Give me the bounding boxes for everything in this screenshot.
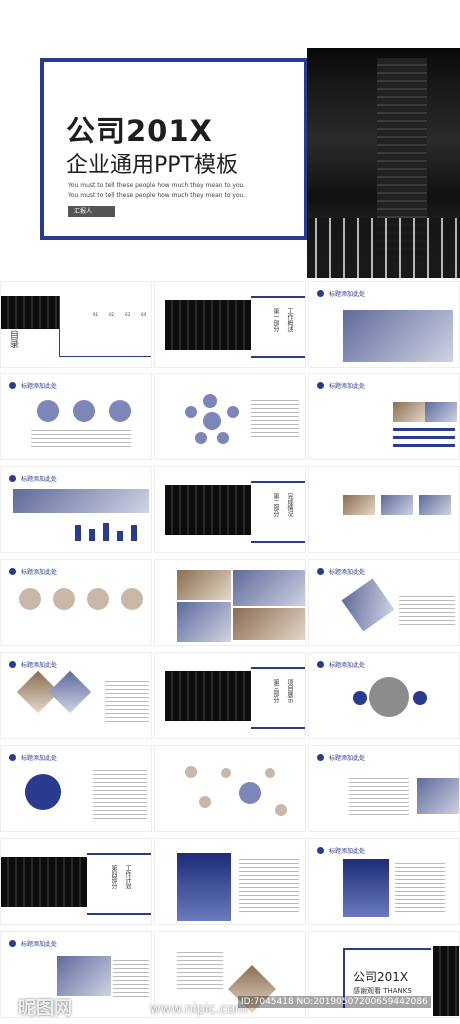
section-4-part: 第四部分 [110,865,117,889]
section-3-part: 第三部分 [272,679,279,703]
cover-frame [40,58,308,240]
cover-subtitle-1: You must to tell these people how much t… [68,182,246,189]
section-2-name: 完成情况 [286,493,293,517]
slide-title: 标题添加此处 [329,848,366,855]
toc-photo [1,296,59,329]
logo-icon [9,568,16,575]
toc-item-3: 03 [125,312,131,317]
slide-title: 标题添加此处 [329,383,366,390]
slide-7[interactable]: 标题添加此处 [0,466,152,553]
section-2-part: 第二部分 [272,493,279,517]
logo-icon [317,290,324,297]
slide-3[interactable]: 标题添加此处 [308,281,460,368]
slide-15[interactable]: 标题添加此处 [308,652,460,739]
cover-title-line1: 公司201X [66,114,213,148]
reporter-label: 汇报人 [68,206,115,217]
slide-22[interactable]: 标题添加此处 [0,931,152,1018]
watermark-logo: 昵图网 [18,998,72,1019]
cover-photo [307,48,460,278]
slide-18[interactable]: 标题添加此处 [308,745,460,832]
slide-title: 标题添加此处 [329,291,366,298]
logo-icon [9,754,16,761]
slide-title: 标题添加此处 [329,569,366,576]
slide-5[interactable] [154,373,306,460]
section-1-part: 第一部分 [272,308,279,332]
slide-title: 标题添加此处 [21,662,58,669]
cover-slide: 公司201X 企业通用PPT模板 You must to tell these … [0,0,460,278]
logo-icon [317,847,324,854]
slide-12[interactable]: 标题添加此处 [308,559,460,646]
cover-title-line2: 企业通用PPT模板 [66,153,238,178]
section-photo [165,300,251,350]
slide-21[interactable]: 标题添加此处 [308,838,460,925]
toc-item-1: 01 [93,312,99,317]
slide-23[interactable] [154,931,306,1018]
slide-16[interactable]: 标题添加此处 [0,745,152,832]
logo-icon [317,754,324,761]
closing-subtitle: 感谢观看 THANKS [353,987,412,995]
section-3-name: 项目展示 [286,679,293,703]
section-4-name: 工作计划 [124,865,131,889]
logo-icon [9,661,16,668]
slide-4[interactable]: 标题添加此处 [0,373,152,460]
toc-label: 目录 [8,330,18,348]
closing-title: 公司201X [353,970,409,984]
watermark-url: www.nipic.com [150,1002,248,1017]
slide-17[interactable] [154,745,306,832]
watermark-bar: 昵图网 www.nipic.com ID:7045418 NO:20190507… [0,994,460,1024]
toc-item-4: 04 [141,312,147,317]
slide-11[interactable] [154,559,306,646]
slide-section-2[interactable]: 第二部分 完成情况 [154,466,306,553]
logo-icon [317,382,324,389]
logo-icon [9,382,16,389]
slide-title: 标题添加此处 [329,755,366,762]
cover-subtitle-2: You must to tell these people how much t… [68,192,246,199]
watermark-id: ID:7045418 NO:20190507200659442086 [238,996,431,1008]
logo-icon [317,568,324,575]
section-1-name: 工作概述 [286,308,293,332]
slide-title: 标题添加此处 [21,755,58,762]
slide-title: 标题添加此处 [21,569,58,576]
slide-section-4[interactable]: 第四部分 工作计划 [0,838,152,925]
slide-20[interactable] [154,838,306,925]
logo-icon [317,661,324,668]
slide-9[interactable] [308,466,460,553]
logo-icon [9,940,16,947]
slide-closing[interactable]: 公司201X 感谢观看 THANKS [308,931,460,1018]
slide-section-3[interactable]: 第三部分 项目展示 [154,652,306,739]
slide-13[interactable]: 标题添加此处 [0,652,152,739]
slide-6[interactable]: 标题添加此处 [308,373,460,460]
slide-title: 标题添加此处 [21,476,58,483]
slide-10[interactable]: 标题添加此处 [0,559,152,646]
slide-section-1[interactable]: 第一部分 工作概述 [154,281,306,368]
cover-building-lights [307,218,460,278]
slide-title: 标题添加此处 [21,383,58,390]
toc-item-2: 02 [109,312,115,317]
logo-icon [9,475,16,482]
slide-toc[interactable]: 目录 01 02 03 04 [0,281,152,368]
slide-title: 标题添加此处 [329,662,366,669]
slide-title: 标题添加此处 [21,941,58,948]
